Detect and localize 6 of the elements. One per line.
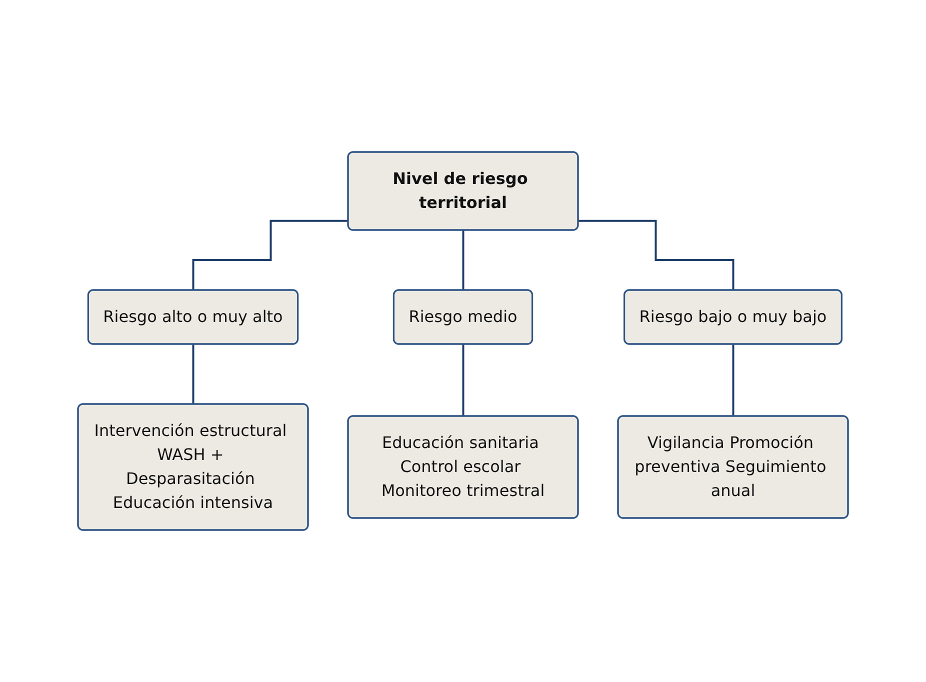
connector [578, 220, 734, 292]
connector [462, 230, 464, 292]
connector [462, 344, 464, 418]
connector [192, 220, 348, 292]
connector [732, 344, 734, 418]
connector [192, 344, 194, 406]
